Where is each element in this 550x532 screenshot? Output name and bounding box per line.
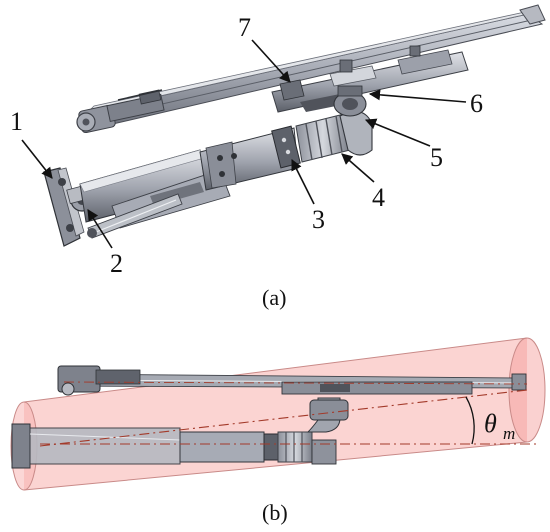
callout-label-5: 5 [430,143,443,172]
carriage-block [271,45,469,113]
elbow-joint [333,85,373,156]
callout-5: 5 [364,118,443,172]
callout-label-6: 6 [470,89,483,118]
callout-label-2: 2 [110,249,123,278]
angle-indicator: θ m [465,396,515,445]
top-view-lower-boom [11,397,349,469]
upper-rail-groove [95,18,537,120]
rail-centerline [63,381,528,385]
callout-2: 2 [87,209,123,278]
workspace-cylinder [10,337,546,491]
callout-6: 6 [368,89,483,118]
callout-label-3: 3 [312,205,325,234]
panel-a-caption: (a) [262,285,286,310]
callout-4: 4 [341,153,385,212]
centerlines [39,381,540,447]
callout-label-7: 7 [238,13,251,42]
callout-1: 1 [10,107,53,179]
bellows [295,113,351,163]
lower-boom-assembly [43,85,373,247]
panel-b: θ m (b) [10,337,546,525]
top-view-upper-rail [57,365,527,396]
callout-label-1: 1 [10,107,23,136]
panel-a: 1 2 3 4 5 6 7 (a) [10,4,546,310]
callout-label-4: 4 [372,183,385,212]
panel-b-caption: (b) [262,500,288,525]
upper-rail-assembly [76,4,546,134]
rear-drive-unit [76,89,165,134]
angle-symbol: θ [484,409,497,438]
collar-ring [271,125,301,169]
callout-7: 7 [238,13,291,83]
hydraulic-cylinder [87,193,183,239]
angle-subscript: m [503,424,515,443]
axis-centerline [39,389,528,447]
rail-end-tip [519,4,546,25]
callout-3: 3 [291,158,325,234]
